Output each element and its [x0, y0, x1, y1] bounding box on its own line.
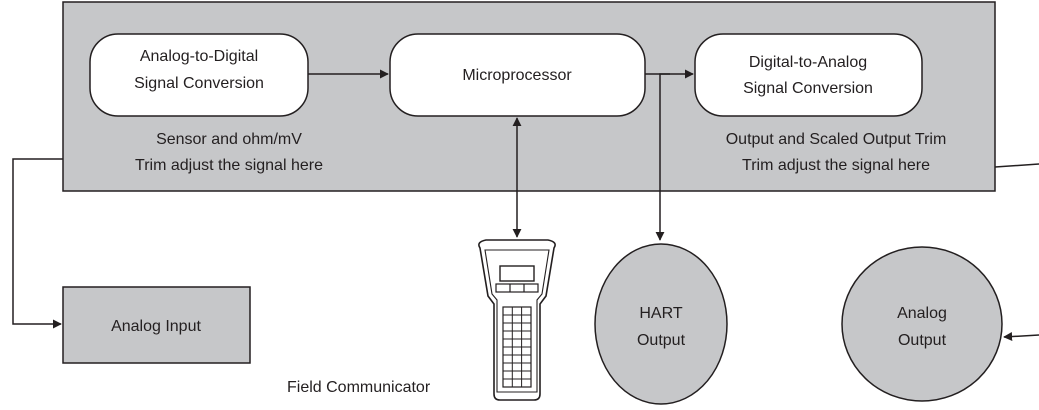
microprocessor-label: Microprocessor	[462, 67, 572, 84]
field-communicator-icon	[478, 239, 556, 401]
analog-output-arrow	[1003, 332, 1039, 342]
analog-input-box	[62, 286, 251, 364]
output-trim-line1: Output and Scaled Output Trim	[726, 131, 947, 148]
hart-output-line2: Output	[637, 332, 686, 349]
hart-output-node	[594, 243, 728, 405]
hart-output-connector	[655, 73, 670, 241]
analog-output-node	[841, 246, 1003, 402]
sensor-trim-line2: Trim adjust the signal here	[135, 157, 323, 174]
microprocessor-block	[389, 33, 646, 117]
dac-block	[694, 33, 923, 117]
analog-output-line2: Output	[898, 332, 947, 349]
analog-input-connector	[12, 158, 63, 329]
adc-label-line1: Analog-to-Digital	[140, 48, 258, 65]
output-right-connector	[994, 163, 1039, 168]
dac-label-line1: Digital-to-Analog	[749, 54, 867, 71]
analog-input-label: Analog Input	[111, 318, 201, 335]
field-communicator-label: Field Communicator	[287, 379, 431, 396]
keypad	[502, 306, 532, 388]
sensor-trim-line1: Sensor and ohm/mV	[156, 131, 302, 148]
output-trim-line2: Trim adjust the signal here	[742, 157, 930, 174]
adc-block	[89, 33, 309, 117]
adc-label-line2: Signal Conversion	[134, 75, 264, 92]
analog-output-line1: Analog	[897, 305, 947, 322]
hart-output-line1: HART	[639, 305, 682, 322]
dac-label-line2: Signal Conversion	[743, 80, 873, 97]
